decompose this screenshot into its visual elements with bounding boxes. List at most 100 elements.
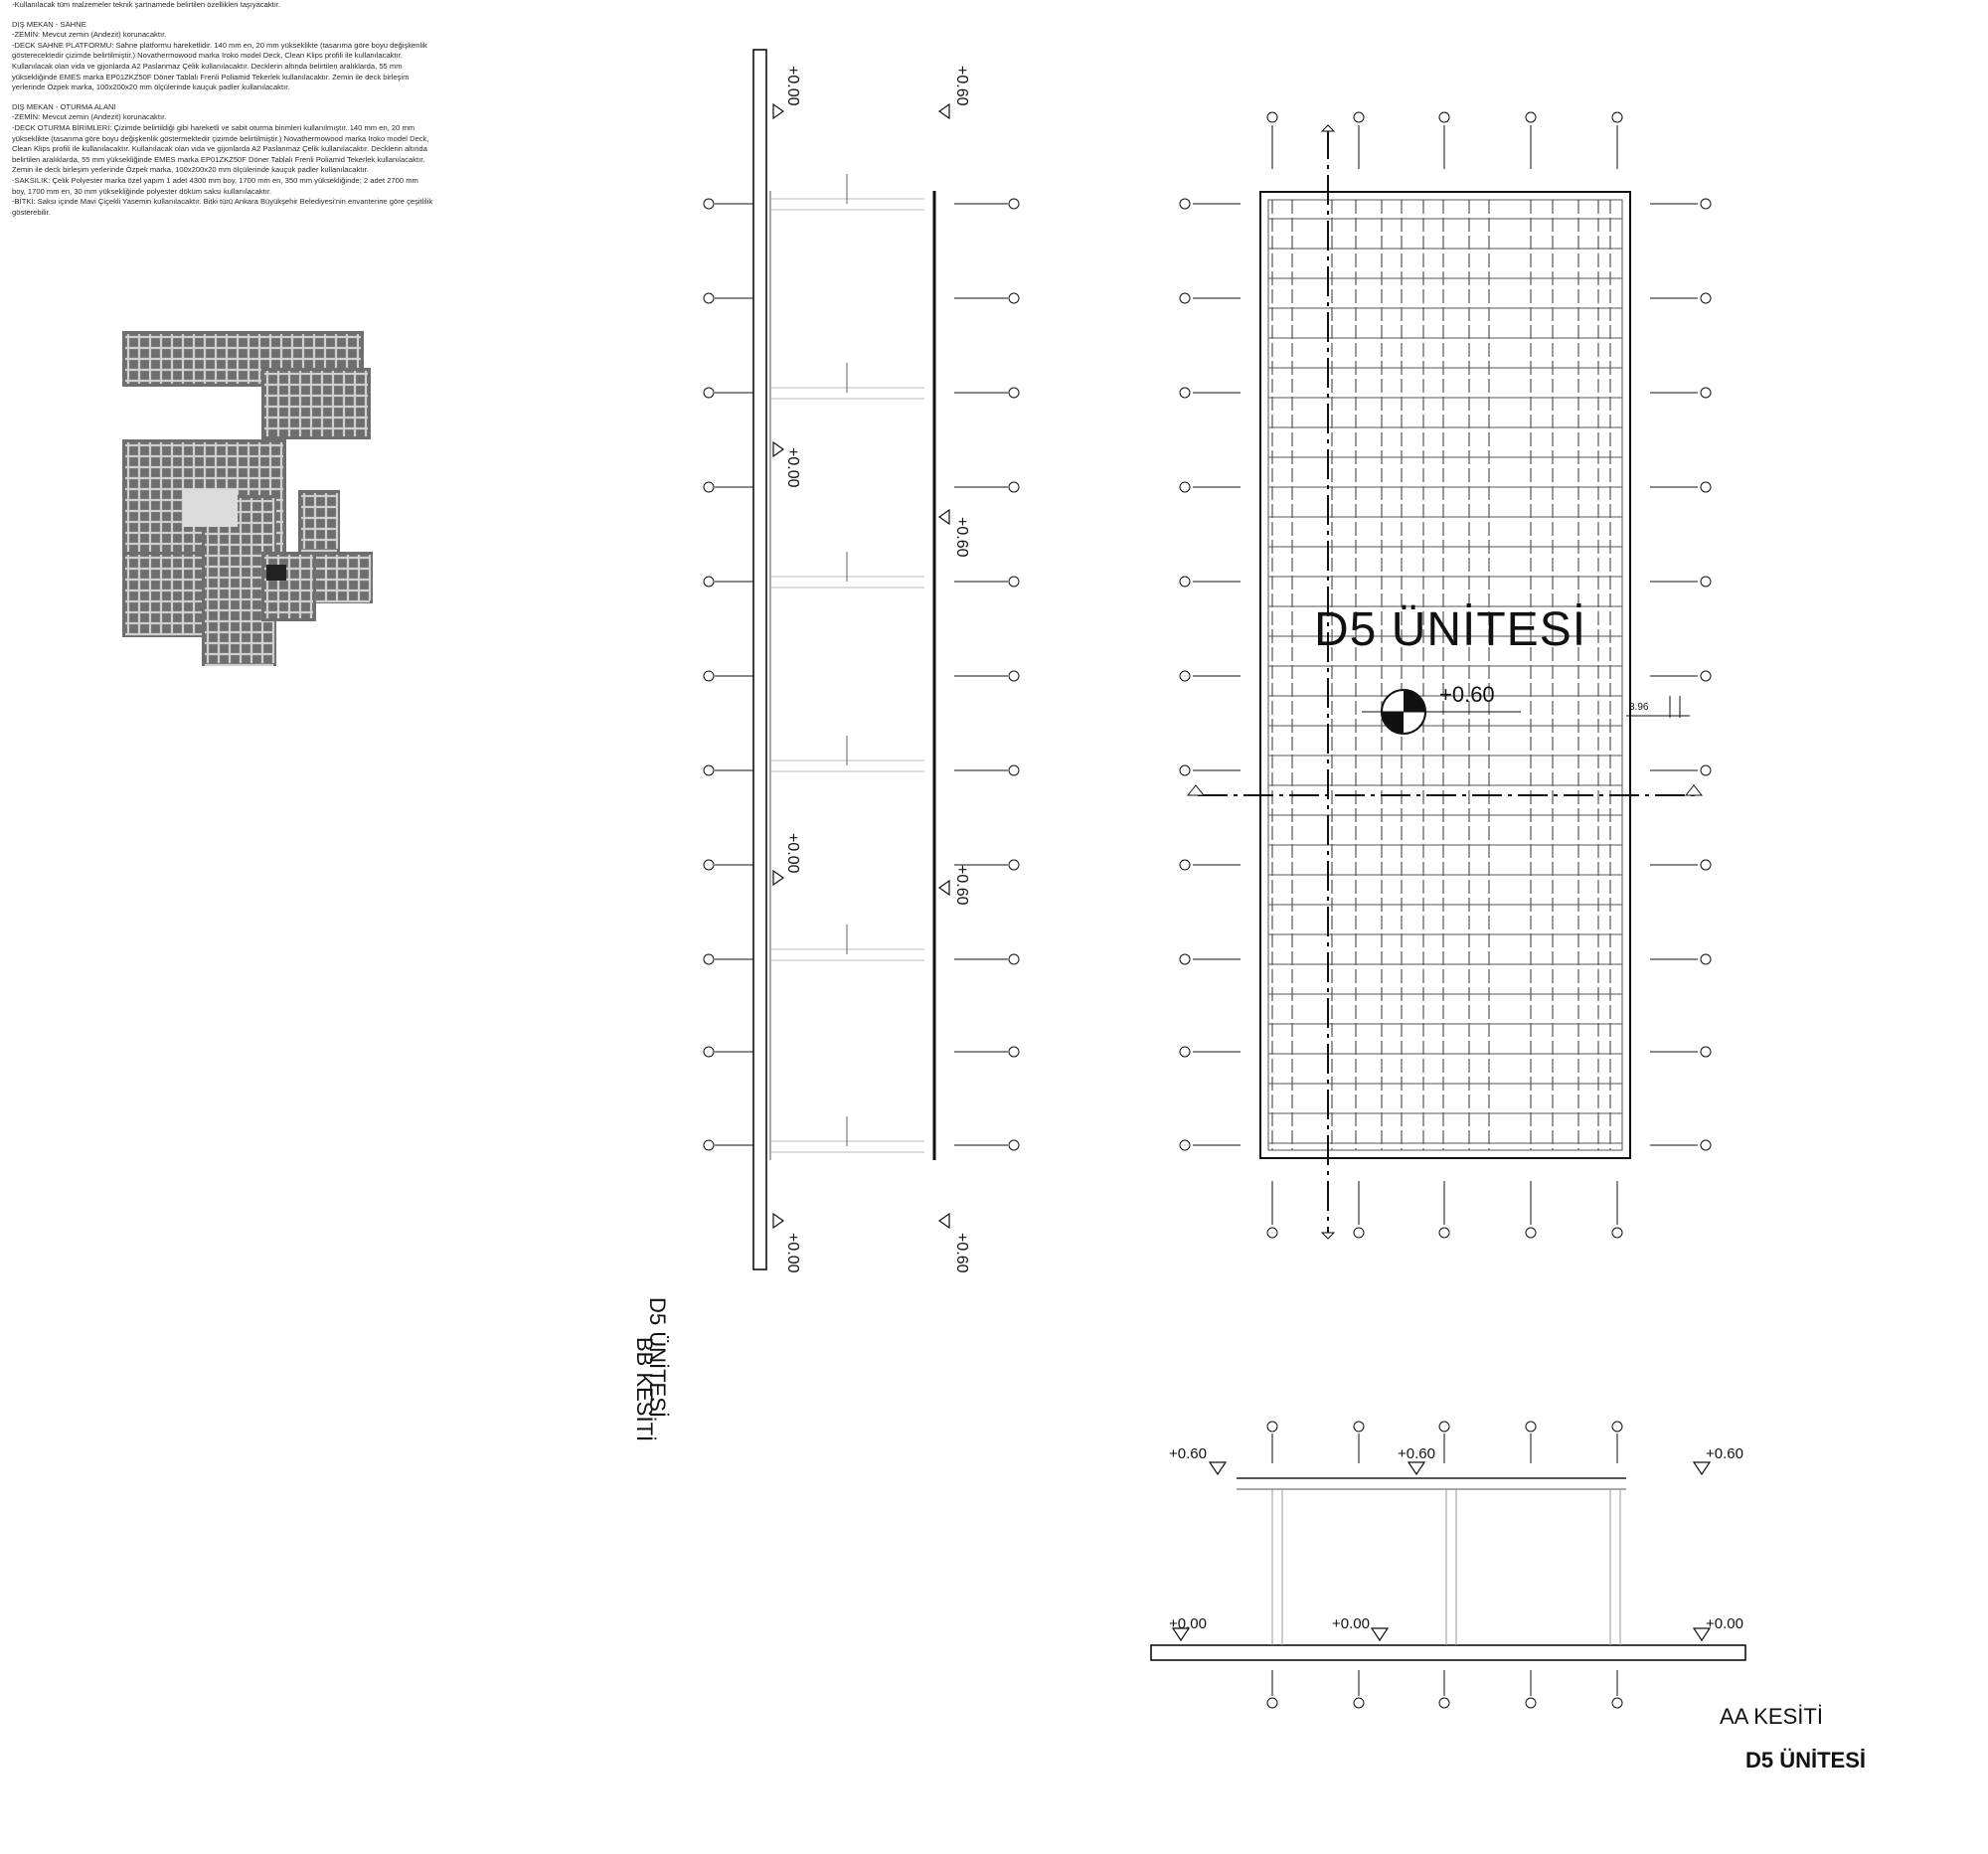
plan-grid-bubble <box>1438 111 1450 123</box>
key-plan-courtyard <box>183 489 238 527</box>
plan-grid-bubble <box>1179 764 1191 776</box>
plan-grid-bubble <box>1266 1227 1278 1239</box>
section-bb-grid-bubble <box>1008 481 1020 493</box>
section-bb-grid-bubble <box>703 292 715 304</box>
section-bb-grid-bubble <box>703 670 715 682</box>
plan-grid-bubble <box>1179 198 1191 210</box>
notes-line: yerlerinde Özpek marka, 100x200x20 mm öl… <box>12 83 290 92</box>
plan-grid-bubble <box>1611 1227 1623 1239</box>
section-bb-level-left: +0.00 <box>784 447 801 488</box>
plan-grid-bubble <box>1179 481 1191 493</box>
notes-line: boy, 1700 mm en, 30 mm yüksekliğinde pol… <box>12 186 272 196</box>
section-bb-grid-bubble <box>1008 292 1020 304</box>
plan-dimension-label: 3.96 <box>1629 702 1649 713</box>
section-bb-grid-bubble <box>1008 1139 1020 1151</box>
plan-grid-bubble <box>1266 111 1278 123</box>
section-bb-level-right: +0.60 <box>953 865 970 906</box>
section-aa-ground-slab <box>1150 1644 1746 1661</box>
section-bb-level-right: +0.60 <box>953 517 970 558</box>
section-bb-grid-bubble <box>703 576 715 588</box>
section-bb-level-marker <box>937 102 950 120</box>
plan-grid-bubble <box>1179 387 1191 399</box>
section-bb-level-left: +0.00 <box>784 66 801 106</box>
plan-grid-bubble <box>1700 1139 1712 1151</box>
plan-section-marker-icon <box>1320 1232 1336 1240</box>
section-bb-grid-bubble <box>1008 764 1020 776</box>
plan-section-marker-icon <box>1186 784 1206 796</box>
section-aa-unit-title: D5 ÜNİTESİ <box>1745 1748 1867 1772</box>
plan-grid-bubble <box>1179 953 1191 965</box>
plan-grid-bubble <box>1353 111 1365 123</box>
notes-line: yükseklikte (tasarıma göre boyu değişken… <box>12 133 429 143</box>
section-bb-drawing <box>703 49 1020 1270</box>
section-bb-unit-title: D5 ÜNİTESİ <box>645 1297 670 1419</box>
section-bb-grid-bubble <box>1008 1046 1020 1058</box>
section-bb-grid-bubble <box>703 1046 715 1058</box>
section-bb-grid-bubble <box>703 1139 715 1151</box>
section-bb-level-marker <box>937 1212 950 1230</box>
plan-grid-bubble <box>1700 670 1712 682</box>
notes-line: Clean Klips profili ile kullanılacaktır.… <box>12 144 427 154</box>
section-aa-level-marker <box>1370 1627 1390 1642</box>
section-bb-level-marker <box>772 440 785 458</box>
plan-grid-bubble <box>1353 1227 1365 1239</box>
section-aa-level-bottom: +0.00 <box>1169 1615 1207 1632</box>
section-bb-level-marker <box>772 869 785 887</box>
plan-inner-outline <box>1267 199 1623 1151</box>
section-bb-level-left: +0.00 <box>784 1233 801 1273</box>
section-bb-grid-bubble <box>703 198 715 210</box>
section-bb-grid-bubble <box>703 953 715 965</box>
section-bb-level-right: +0.60 <box>953 1233 970 1273</box>
section-aa-grid-bubble <box>1611 1697 1623 1709</box>
section-bb-grid-bubble <box>1008 387 1020 399</box>
notes-line: -DECK SAHNE PLATFORMU: Sahne platformu h… <box>12 40 427 50</box>
plan-grid-bubble <box>1700 198 1712 210</box>
section-aa-level-top: +0.60 <box>1398 1445 1435 1462</box>
plan-grid-bubble <box>1700 576 1712 588</box>
plan-grid-bubble <box>1611 111 1623 123</box>
section-bb-level-marker <box>772 102 785 120</box>
plan-grid-bubble <box>1179 1139 1191 1151</box>
plan-outline <box>1259 191 1631 1159</box>
elevation-datum-icon <box>1404 690 1425 712</box>
section-aa-level-bottom: +0.00 <box>1332 1615 1370 1632</box>
plan-grid-bubble <box>1179 859 1191 871</box>
plan-section-marker-icon <box>1684 784 1704 796</box>
section-bb-grid-bubble <box>703 764 715 776</box>
section-aa-grid-bubble <box>1266 1697 1278 1709</box>
notes-line: yüksekliğinde EMES marka EP01ZKZ50F Döne… <box>12 72 410 82</box>
plan-title: D5 ÜNİTESİ <box>1314 603 1587 656</box>
section-bb-grid-bubble <box>1008 859 1020 871</box>
notes-line: -BİTKİ: Saksı içinde Mavi Çiçekli Yasemi… <box>12 197 433 207</box>
plan-grid-bubble <box>1700 1046 1712 1058</box>
plan-grid-bubble <box>1438 1227 1450 1239</box>
plan-drawing <box>1179 111 1712 1240</box>
section-bb-grid-bubble <box>703 859 715 871</box>
key-plan <box>122 331 373 667</box>
key-plan-location-marker <box>266 565 286 581</box>
section-aa-grid-bubble <box>1353 1421 1365 1433</box>
elevation-datum-icon <box>1382 712 1404 734</box>
section-aa-level-marker <box>1171 1627 1191 1642</box>
section-bb-level-right: +0.60 <box>953 66 970 106</box>
section-aa-title: AA KESİTİ <box>1720 1704 1823 1729</box>
section-aa-drawing <box>1150 1421 1746 1709</box>
notes-line: Zemin ile deck birleşim yerlerinde Özpek… <box>12 165 369 175</box>
section-aa-level-marker <box>1692 1461 1712 1476</box>
plan-grid-bubble <box>1179 670 1191 682</box>
plan-grid-bubble <box>1700 764 1712 776</box>
section-bb-grid-bubble <box>1008 953 1020 965</box>
notes-line: gösterebilir. <box>12 207 51 217</box>
section-bb-grid-bubble <box>1008 670 1020 682</box>
plan-grid-bubble <box>1525 1227 1537 1239</box>
plan-grid-bubble <box>1700 953 1712 965</box>
notes-intro: -Kullanılacak tüm malzemeler teknik şart… <box>12 0 281 9</box>
section-aa-level-top: +0.60 <box>1706 1445 1743 1462</box>
notes-line: -DECK OTURMA BİRİMLERİ: Çizimde belirtil… <box>12 122 415 132</box>
notes-line: -SAKSILIK: Çelik Polyester marka özel ya… <box>12 175 418 185</box>
section-aa-level-marker <box>1208 1461 1228 1476</box>
plan-grid-bubble <box>1700 859 1712 871</box>
section-bb-level-marker <box>772 1212 785 1230</box>
section-bb-ground-slab <box>752 49 767 1270</box>
